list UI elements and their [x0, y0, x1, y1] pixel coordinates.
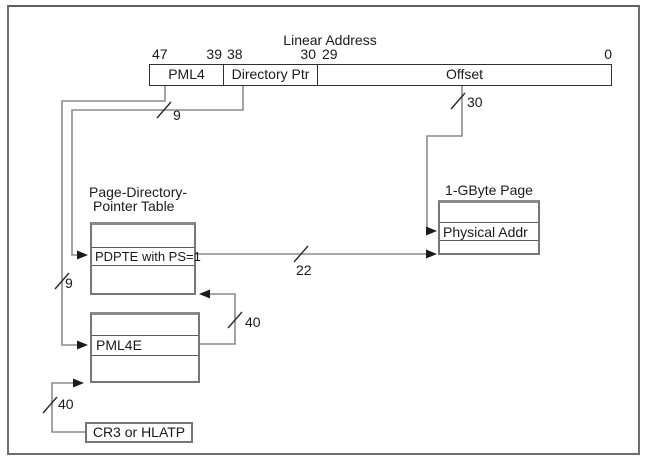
page-row-divider-bottom [440, 240, 538, 241]
wire-directory-ptr-to-pdpte [71, 85, 244, 256]
page-title: 1-GByte Page [445, 182, 533, 198]
arrowhead-into-pml4e [77, 340, 88, 350]
bit-label-39: 39 [206, 46, 222, 62]
cr3-box: CR3 or HLATP [85, 422, 193, 443]
bus-width-directory-ptr: 9 [173, 107, 181, 123]
arrowhead-offset-into-page [426, 226, 437, 236]
page-row-divider-top [440, 222, 538, 223]
bus-width-tick-page-base [293, 245, 309, 263]
bit-label-30: 30 [300, 46, 316, 62]
bit-label-47: 47 [152, 46, 168, 62]
bus-width-pml4-table-base: 40 [58, 396, 74, 412]
bus-width-tick-directory-ptr [156, 101, 172, 119]
pml4-table-box [90, 312, 200, 383]
pdpt-row-divider-bottom [92, 265, 194, 266]
bit-label-38: 38 [227, 46, 243, 62]
bus-width-pdpt-base: 40 [245, 314, 261, 330]
arrowhead-into-pdpte [77, 250, 88, 260]
wire-pml4-to-pml4e [61, 85, 166, 346]
figure-border [7, 5, 640, 455]
field-directory-ptr: Directory Ptr [224, 65, 318, 85]
bus-width-page-base: 22 [296, 262, 312, 278]
bus-width-tick-offset [450, 92, 466, 110]
bus-width-pml4: 9 [65, 275, 73, 291]
bus-width-offset: 30 [467, 94, 483, 110]
pdpt-title-line1: Page-Directory- [89, 184, 188, 200]
bit-label-29: 29 [322, 46, 338, 62]
bus-width-tick-pdpt-base [227, 311, 243, 329]
arrowhead-pdpte-into-page [426, 249, 437, 259]
field-pml4: PML4 [150, 65, 224, 85]
wire-pml4e-to-pdpt [200, 293, 236, 345]
field-offset: Offset [445, 66, 484, 82]
physical-addr-entry: Physical Addr [443, 224, 528, 240]
arrowhead-into-pml4-table-base [73, 378, 84, 388]
bus-width-tick-pml4-table-base [42, 396, 58, 414]
wire-cr3-to-pml4-table [51, 382, 85, 433]
page-box [438, 200, 540, 255]
linear-address-box: PML4 Directory Ptr Offset [149, 64, 612, 86]
arrowhead-into-pdpt-base [199, 289, 210, 299]
pdpt-box [90, 222, 196, 295]
pdpt-title: Page-Directory- Pointer Table [89, 184, 188, 214]
pml4-table-row-divider-bottom [92, 355, 198, 356]
pml4-table-row-divider-top [92, 335, 198, 336]
pdpt-row-divider-top [92, 247, 194, 248]
pml4e-entry: PML4E [96, 337, 142, 353]
pdpte-entry: PDPTE with PS=1 [95, 249, 201, 264]
pdpt-title-line2: Pointer Table [93, 197, 175, 214]
bit-label-0: 0 [604, 46, 612, 62]
bus-width-tick-pml4 [54, 272, 70, 290]
linear-address-title: Linear Address [283, 32, 377, 48]
